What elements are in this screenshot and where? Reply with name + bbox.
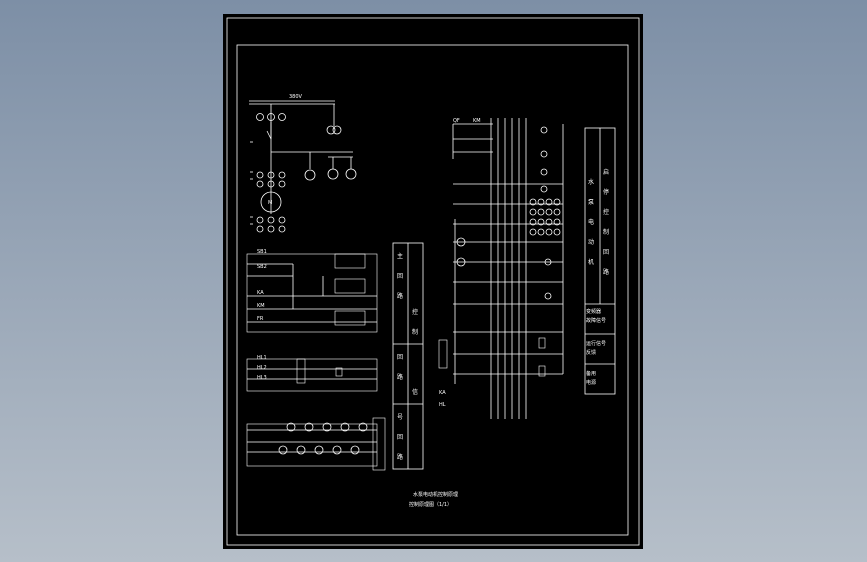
table-cell: 停: [603, 188, 609, 196]
table-cell: 备用: [586, 370, 596, 377]
table-cell: 控: [603, 208, 609, 216]
drawing-sheet: 380V M: [223, 14, 643, 549]
table-cell: 电: [588, 218, 594, 226]
table-cell: 制: [603, 228, 609, 236]
table-cell: 路: [397, 453, 403, 461]
contact-tag: KM: [473, 118, 481, 124]
motor-label: M: [268, 200, 272, 206]
svg-text:FR: FR: [257, 316, 264, 322]
motor-symbol: [260, 191, 282, 213]
table-cell: 控: [412, 308, 418, 316]
drawing-title-line2: 控制原理图（1/1）: [409, 501, 452, 508]
table-cell: 主: [397, 252, 403, 260]
right-control-schematic: QF KM KA HL: [438, 118, 564, 419]
main-circuit: 380V M: [249, 94, 357, 233]
table-cell: 水: [588, 178, 594, 186]
contact-tag: KA: [439, 390, 446, 396]
table-cell: 反馈: [586, 349, 596, 356]
bus-label: 380V: [289, 94, 303, 100]
table-cell: 机: [588, 258, 594, 266]
table-cell: 回: [397, 273, 403, 280]
right-description-table: 水 泵 电 动 机 启 停 控 制 回 路 变频器 故障信号 运行信号 反馈 备…: [584, 127, 616, 395]
table-cell: 路: [397, 373, 403, 381]
svg-text:SB2: SB2: [257, 264, 267, 270]
inner-border: [236, 44, 629, 536]
table-cell: 制: [412, 328, 418, 336]
signal-circuit: HL1 HL2 HL3: [246, 355, 378, 392]
table-cell: 泵: [588, 199, 594, 206]
outer-border: [226, 17, 640, 546]
table-cell: 电源: [586, 379, 596, 386]
table-cell: 故障信号: [586, 317, 606, 324]
table-cell: 路: [603, 268, 609, 276]
measure-circuit: [246, 417, 386, 471]
left-description-table: 主 回 路 控 制 回 路 信 号 回 路: [392, 242, 424, 470]
svg-text:KM: KM: [257, 303, 265, 309]
table-cell: 变频器: [586, 308, 601, 315]
table-cell: 号: [397, 414, 403, 421]
table-cell: 回: [603, 249, 609, 256]
contact-tag: HL: [439, 402, 446, 408]
table-cell: 动: [588, 239, 594, 246]
contact-tag: QF: [453, 118, 460, 124]
svg-text:SB1: SB1: [257, 249, 267, 255]
table-cell: 启: [603, 168, 609, 176]
table-cell: 回: [397, 434, 403, 441]
svg-text:HL1: HL1: [257, 355, 267, 361]
table-cell: 路: [397, 292, 403, 300]
schematic-drawing: 380V M: [226, 17, 640, 546]
drawing-title-line1: 水泵电动机控制原理: [413, 491, 458, 498]
svg-text:KA: KA: [257, 290, 264, 296]
control-circuit: SB1 SB2 KA KM FR: [246, 249, 378, 333]
table-cell: 回: [397, 354, 403, 361]
table-cell: 运行信号: [586, 340, 606, 347]
table-cell: 信: [412, 388, 418, 396]
svg-text:HL2: HL2: [257, 365, 267, 371]
svg-text:HL3: HL3: [257, 375, 267, 381]
